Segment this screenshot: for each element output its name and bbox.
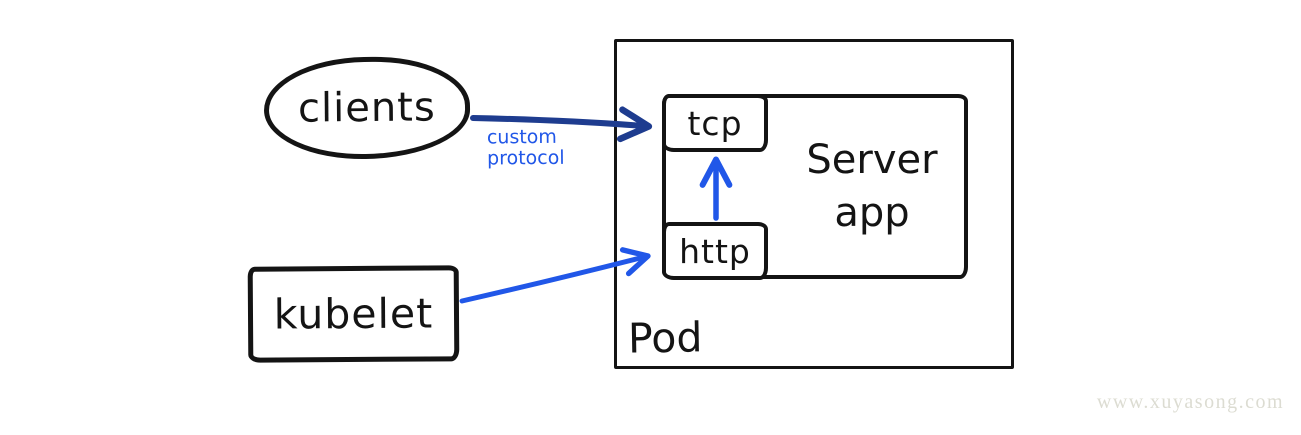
node-http-port-label: http xyxy=(679,231,751,271)
node-clients: clients xyxy=(263,55,471,161)
node-tcp-port: tcp xyxy=(662,94,768,152)
watermark: www.xuyasong.com xyxy=(1096,391,1284,413)
node-pod-label: Pod xyxy=(627,313,703,363)
edge-label-custom-protocol: custom protocol xyxy=(486,125,565,170)
node-server-app xyxy=(662,94,968,279)
node-pod: Pod xyxy=(614,39,1014,369)
node-kubelet-label: kubelet xyxy=(273,289,434,339)
node-kubelet: kubelet xyxy=(247,265,460,363)
node-tcp-port-label: tcp xyxy=(687,103,743,143)
node-clients-label: clients xyxy=(297,84,437,132)
node-http-port: http xyxy=(662,222,768,280)
node-server-app-label: Server app xyxy=(806,137,938,236)
